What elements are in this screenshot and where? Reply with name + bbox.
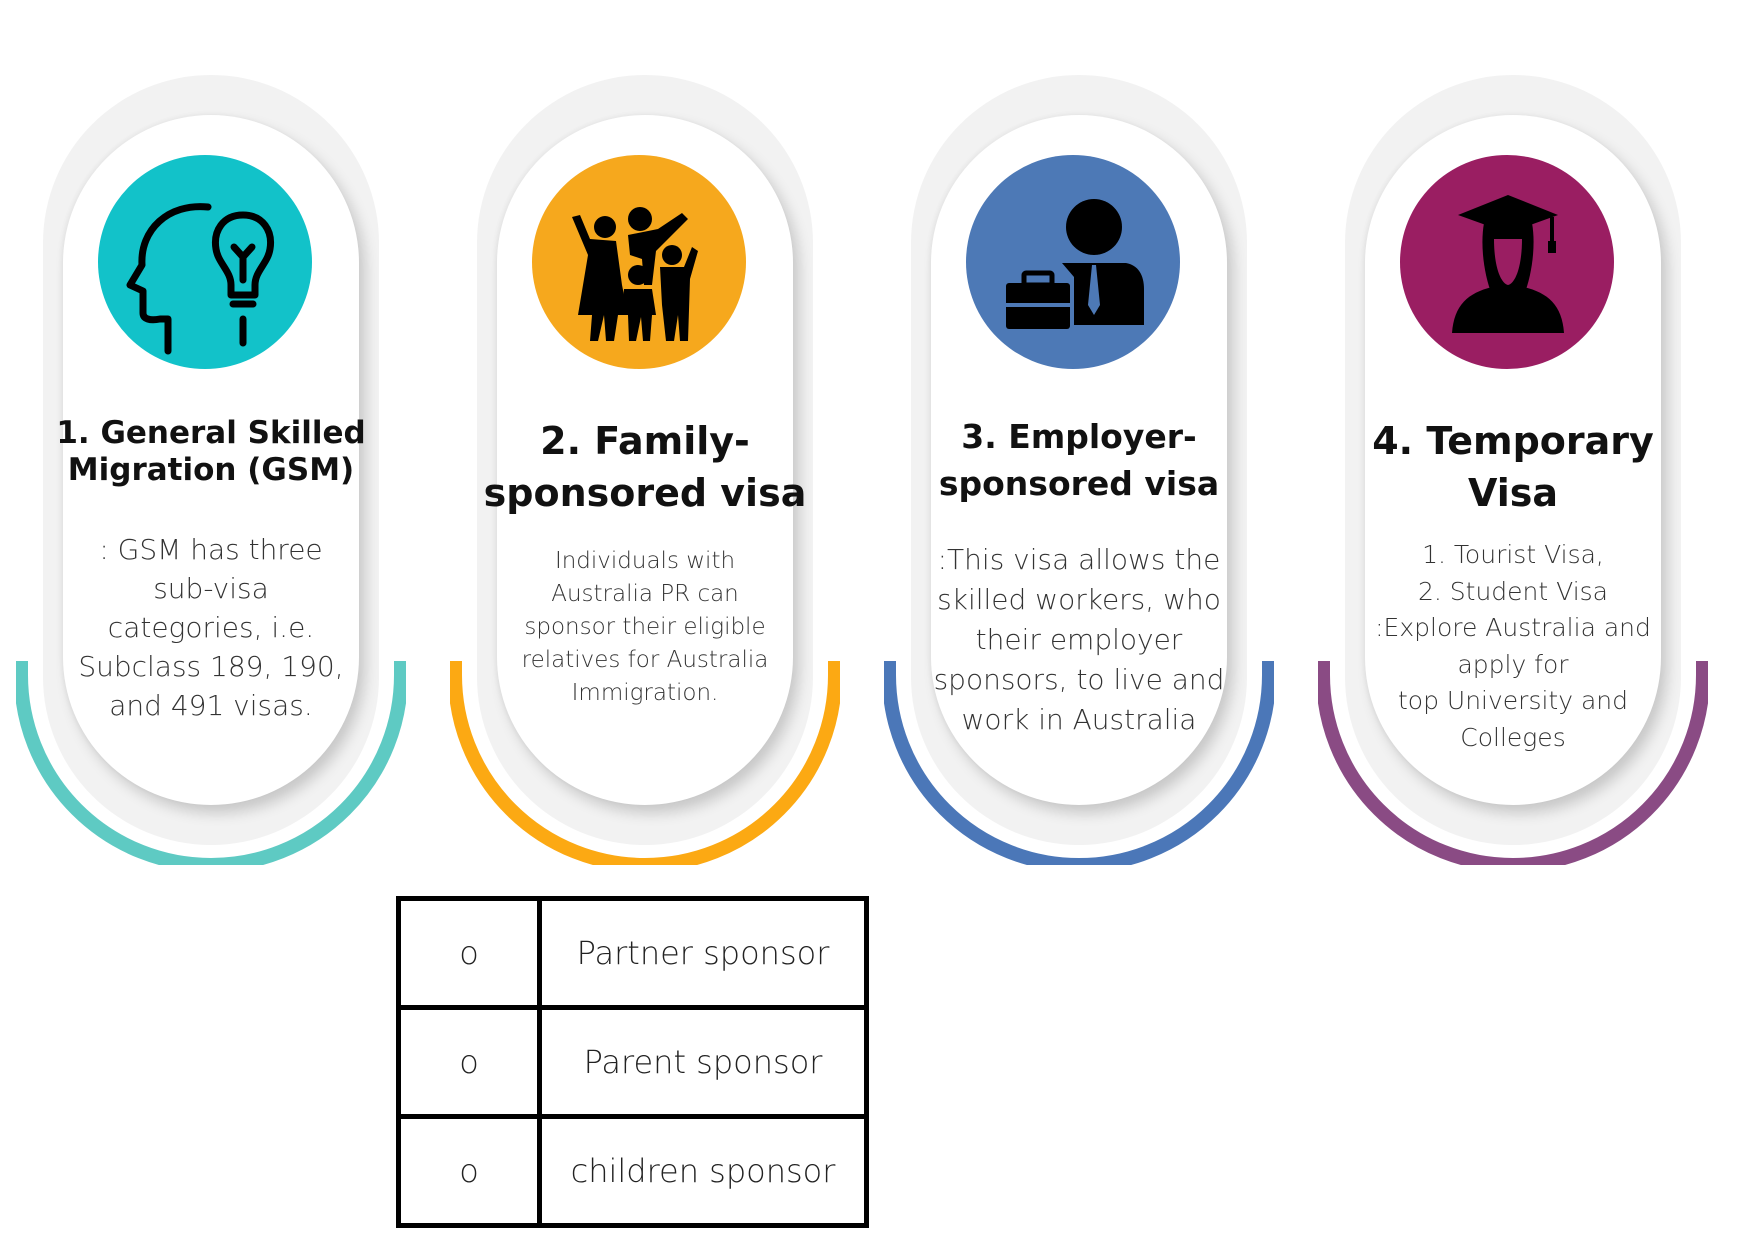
family-icon (572, 207, 698, 341)
icon-circle (532, 155, 746, 369)
table-row: o Partner sponsor (396, 896, 869, 1010)
card-desc-line: 2. Student Visa (1417, 576, 1608, 606)
card-desc-line: :Explore Australia and (1375, 613, 1651, 642)
card-title-line: 2. Family- (540, 419, 750, 463)
card-description: 1. Tourist Visa, 2. Student Visa :Explor… (1318, 537, 1708, 756)
card-arc-purple (1318, 661, 1708, 865)
card-desc-line: Individuals with (554, 548, 736, 574)
visa-card-temporary: 4. Temporary Visa 1. Tourist Visa, 2. St… (1318, 75, 1708, 865)
graduate-icon (1452, 195, 1564, 333)
card-description: :This visa allows the skilled workers, w… (884, 540, 1274, 740)
card-desc-line: their employer (975, 623, 1183, 656)
card-title-line: Visa (1467, 471, 1559, 515)
table-bullet: o (396, 1005, 542, 1119)
icon-circle (966, 155, 1180, 369)
card-desc-line: :This visa allows the (937, 543, 1221, 576)
card-arc-orange (450, 661, 840, 865)
icon-circle (1400, 155, 1614, 369)
card-title: 4. Temporary Visa (1318, 415, 1708, 519)
table-bullet: o (396, 896, 542, 1010)
card-description: : GSM has three sub-visa categories, i.e… (16, 530, 406, 725)
card-desc-line: sub-visa (153, 572, 269, 605)
card-desc-line: work in Australia (961, 703, 1197, 736)
card-desc-line: sponsor their eligible (524, 614, 766, 640)
card-title: 3. Employer- sponsored visa (884, 413, 1274, 507)
card-desc-line: and 491 visas. (109, 689, 313, 722)
card-desc-line: skilled workers, who (937, 583, 1221, 616)
table-row: o children sponsor (396, 1114, 869, 1228)
businessman-briefcase-icon (1006, 199, 1144, 329)
card-desc-line: categories, i.e. (107, 611, 315, 644)
visa-card-family: 2. Family- sponsored visa Individuals wi… (450, 75, 840, 865)
table-label: children sponsor (537, 1114, 869, 1228)
card-title: 2. Family- sponsored visa (450, 415, 840, 519)
icon-circle (98, 155, 312, 369)
table-label: Partner sponsor (537, 896, 869, 1010)
card-title-line: sponsored visa (938, 464, 1220, 503)
card-desc-line: Australia PR can (551, 581, 739, 607)
table-row: o Parent sponsor (396, 1005, 869, 1119)
card-title-line: 4. Temporary (1372, 419, 1654, 463)
card-arc-teal (16, 661, 406, 865)
card-title-line: Migration (GSM) (67, 452, 355, 489)
card-desc-line: 1. Tourist Visa, (1422, 540, 1604, 569)
table-bullet: o (396, 1114, 542, 1228)
table-label: Parent sponsor (537, 1005, 869, 1119)
card-title-line: 1. General Skilled (56, 415, 366, 451)
card-title: 1. General Skilled Migration (GSM) (16, 415, 406, 489)
visa-card-gsm: 1. General Skilled Migration (GSM) : GSM… (16, 75, 406, 865)
card-title-line: 3. Employer- (961, 417, 1197, 456)
card-arc-blue (884, 661, 1274, 865)
card-desc-line: Colleges (1460, 722, 1566, 752)
visa-card-employer: 3. Employer- sponsored visa :This visa a… (884, 75, 1274, 865)
card-desc-line: relatives for Australia (521, 647, 769, 673)
card-desc-line: Subclass 189, 190, (78, 650, 344, 683)
card-desc-line: apply for (1457, 649, 1569, 679)
card-desc-line: Immigration. (571, 680, 719, 706)
sponsor-table: o Partner sponsor o Parent sponsor o chi… (396, 896, 869, 1228)
card-desc-line: top University and (1397, 686, 1628, 715)
card-description: Individuals with Australia PR can sponso… (450, 545, 840, 710)
card-desc-line: : GSM has three (99, 533, 323, 566)
head-lightbulb-icon (126, 203, 275, 355)
card-title-line: sponsored visa (483, 471, 807, 515)
card-desc-line: sponsors, to live and (933, 663, 1225, 696)
